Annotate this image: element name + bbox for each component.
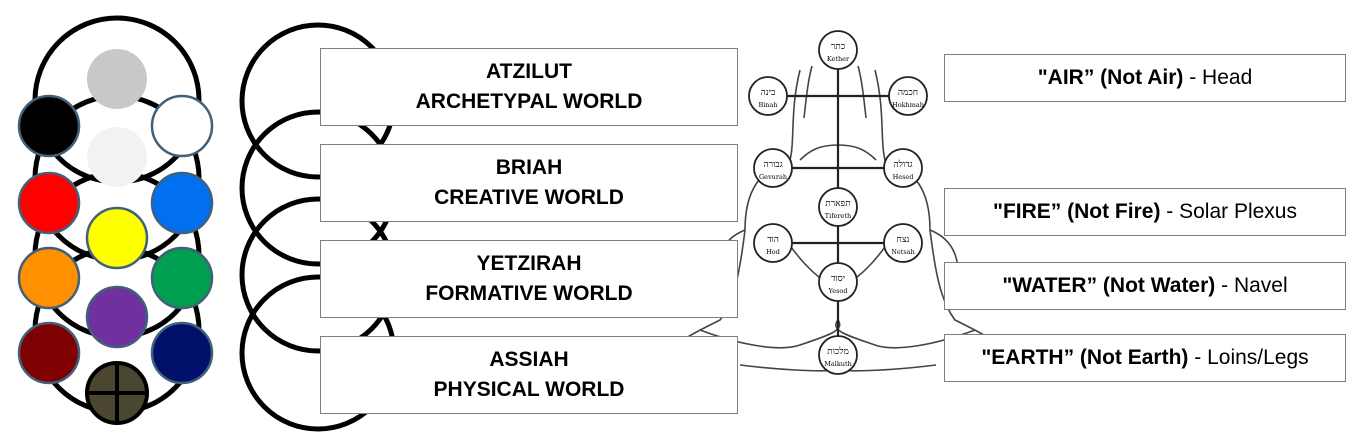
sephira-netzach (150, 246, 214, 310)
figure-node-hod (753, 223, 793, 263)
element-body-part: - Loins/Legs (1188, 346, 1309, 369)
chokmah-hebrew: חכמה (898, 88, 918, 98)
sephira-lower-right (150, 321, 214, 385)
figure-node-geburah (753, 148, 793, 188)
element-box-earth: "EARTH” (Not Earth) - Loins/Legs (944, 334, 1346, 382)
element-box-fire: "FIRE” (Not Fire) - Solar Plexus (944, 188, 1346, 236)
malkuth-hebrew: מלכות (827, 346, 849, 357)
sephira-yesod (85, 285, 149, 349)
geburah-name: Gevurah (759, 173, 787, 181)
yesod-name: Yesod (828, 287, 848, 295)
kether-hebrew: כתר (831, 42, 845, 52)
netzach-name: Netsah (891, 248, 915, 256)
figure-node-malkuth (818, 335, 858, 375)
chesed-hebrew: גדולה (894, 159, 913, 170)
tiphareth-hebrew: תפארת (825, 199, 851, 209)
element-body-part: - Solar Plexus (1160, 200, 1297, 223)
hod-name: Hod (766, 248, 780, 256)
world-name: ATZILUT (486, 60, 572, 83)
world-box-assiah: ASSIAH PHYSICAL WORLD (320, 336, 738, 414)
figure-node-kether (818, 30, 858, 70)
binah-hebrew: בינה (761, 88, 776, 98)
figure-node-tiphareth (818, 187, 858, 227)
chokmah-name: Hokhmah (892, 101, 924, 109)
element-body-part: - Navel (1215, 274, 1288, 297)
element-label: "AIR” (Not Air) (1037, 66, 1184, 89)
world-subtitle: FORMATIVE WORLD (425, 282, 633, 305)
sephira-geburah (17, 171, 81, 235)
world-box-atzilut: ATZILUT ARCHETYPAL WORLD (320, 48, 738, 126)
hod-hebrew: הוד (767, 235, 779, 245)
element-box-air: "AIR” (Not Air) - Head (944, 54, 1346, 102)
figure-node-chokmah (888, 76, 928, 116)
figure-node-binah (748, 76, 788, 116)
sephira-tiphareth (85, 206, 149, 270)
geburah-hebrew: גבורה (763, 160, 782, 170)
kether-name: Kether (827, 55, 850, 63)
world-subtitle: CREATIVE WORLD (434, 186, 624, 209)
world-box-yetzirah: YETZIRAH FORMATIVE WORLD (320, 240, 738, 318)
netzach-hebrew: נצח (897, 235, 910, 245)
sephira-binah (17, 94, 81, 158)
element-label: "EARTH” (Not Earth) (981, 346, 1189, 369)
world-box-briah: BRIAH CREATIVE WORLD (320, 144, 738, 222)
element-box-water: "WATER” (Not Water) - Navel (944, 262, 1346, 310)
sephira-hod (17, 246, 81, 310)
world-subtitle: ARCHETYPAL WORLD (415, 90, 643, 113)
figure-node-netzach (883, 223, 923, 263)
sephira-chokmah (150, 94, 214, 158)
figure-node-chesed (883, 148, 923, 188)
binah-name: Binah (758, 101, 777, 109)
element-body-part: - Head (1183, 66, 1253, 89)
malkuth-cross-icon (85, 361, 149, 425)
yesod-hebrew: יסוד (831, 274, 845, 284)
sephira-kether (87, 49, 147, 109)
sephira-daath (87, 127, 147, 187)
element-label: "WATER” (Not Water) (1002, 274, 1216, 297)
malkuth-name: Malkuth (824, 360, 852, 368)
sephira-chesed (150, 171, 214, 235)
sephira-lower-left (17, 321, 81, 385)
figure-node-yesod (818, 262, 858, 302)
tiphareth-name: Tifereth (825, 212, 851, 220)
world-name: BRIAH (495, 156, 563, 179)
chesed-name: Hesed (893, 173, 914, 181)
world-name: YETZIRAH (476, 252, 582, 275)
world-name: ASSIAH (489, 348, 569, 371)
element-label: "FIRE” (Not Fire) (992, 200, 1161, 223)
world-subtitle: PHYSICAL WORLD (433, 378, 625, 401)
